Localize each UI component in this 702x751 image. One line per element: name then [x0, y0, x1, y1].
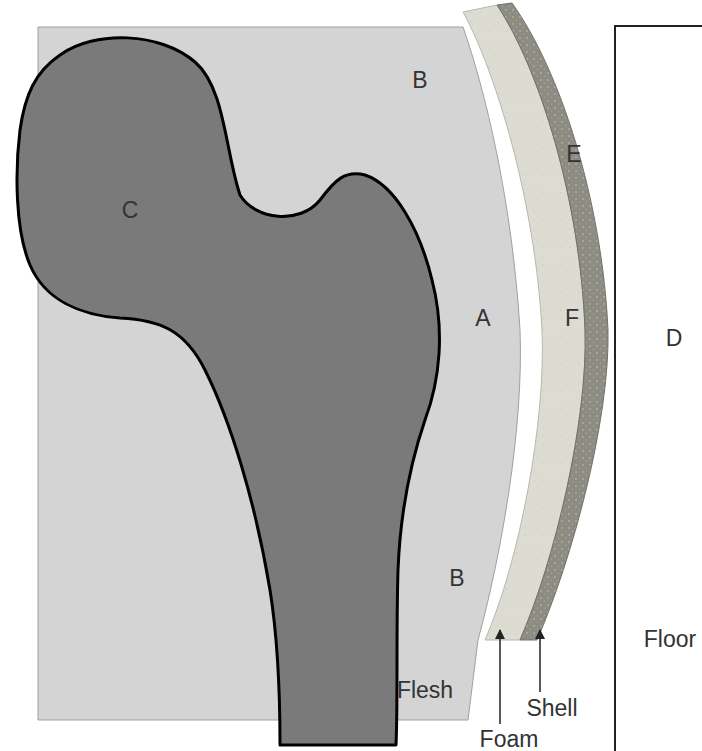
shell-leader: [539, 630, 541, 692]
part-name: Floor: [644, 628, 696, 651]
part-name: Foam: [480, 728, 539, 751]
part-letter: D: [666, 327, 683, 350]
part-letter: C: [122, 199, 139, 222]
part-letter: F: [565, 307, 579, 330]
part-letter: B: [412, 69, 427, 92]
part-letter: B: [449, 567, 464, 590]
foam-leader: [499, 630, 501, 724]
femur-bone: [17, 38, 439, 745]
shell-layer: [497, 3, 608, 640]
part-letter: E: [566, 143, 581, 166]
part-name: Flesh: [397, 679, 453, 702]
floor-block: D Floor: [614, 25, 702, 751]
part-name: Shell: [526, 697, 577, 720]
part-letter: A: [475, 307, 490, 330]
